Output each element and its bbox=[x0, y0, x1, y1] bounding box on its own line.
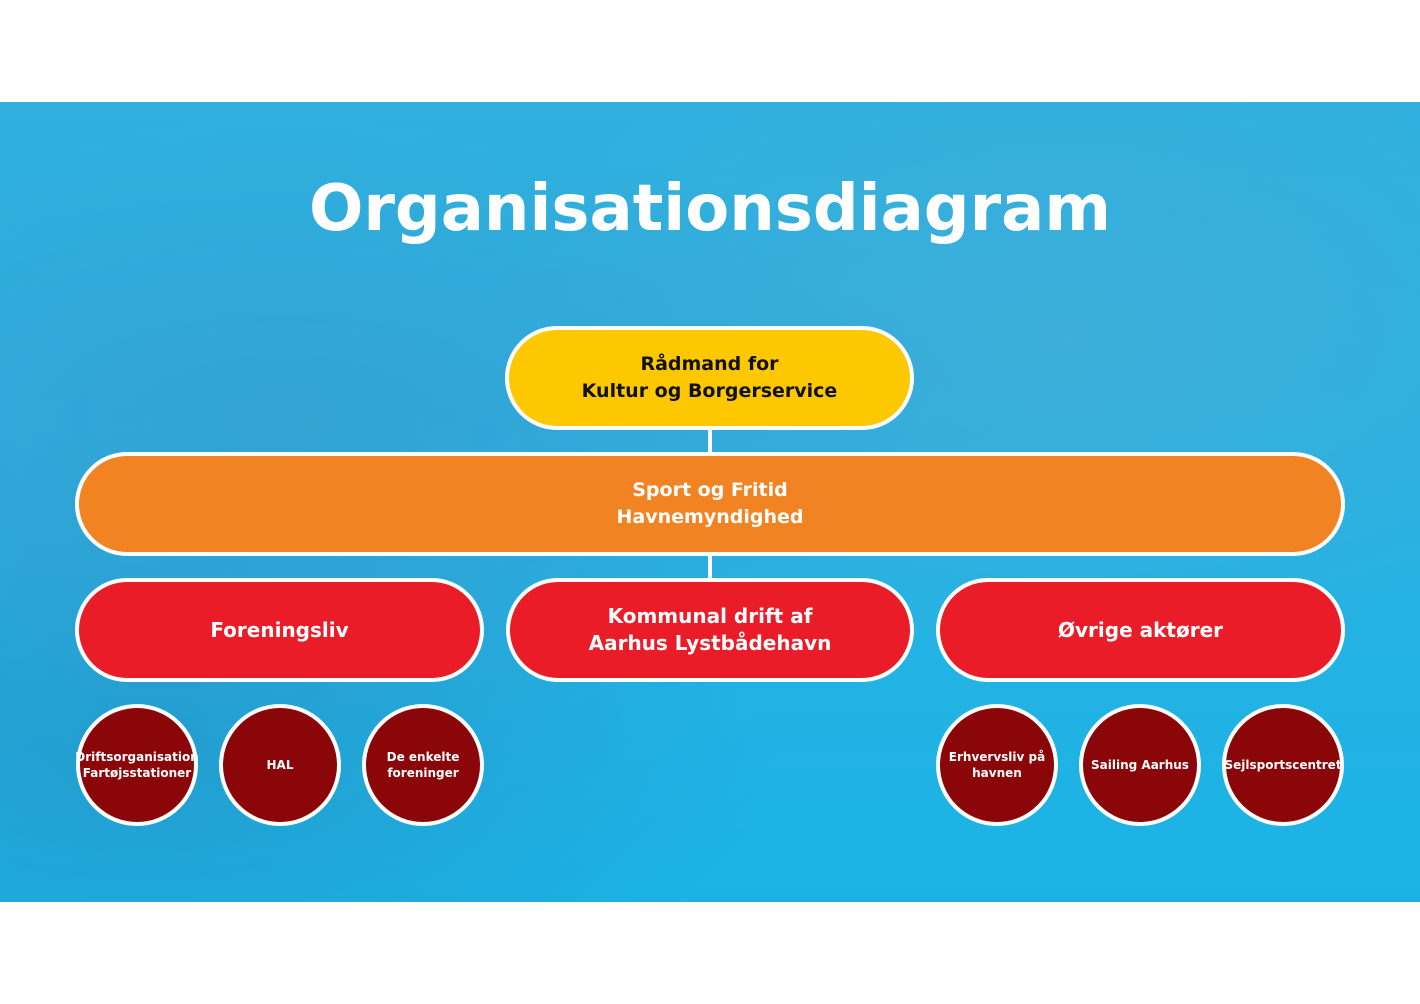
node-driftsorganisation: Driftsorganisation Fartøjsstationer bbox=[75, 704, 199, 826]
page-title: Organisationsdiagram bbox=[308, 172, 1112, 246]
node-oevrige-aktoerer: Øvrige aktører bbox=[936, 578, 1345, 682]
node-hal: HAL bbox=[219, 704, 341, 826]
node-de-enkelte-foreninger: De enkelte foreninger bbox=[362, 704, 484, 826]
node-sailing-aarhus: Sailing Aarhus bbox=[1079, 704, 1201, 826]
node-erhvervsliv: Erhvervsliv på havnen bbox=[936, 704, 1058, 826]
node-sejlsportscentret: Sejlsportscentret bbox=[1222, 704, 1344, 826]
node-sport-og-fritid: Sport og Fritid Havnemyndighed bbox=[75, 452, 1345, 556]
node-kommunal-drift: Kommunal drift af Aarhus Lystbådehavn bbox=[506, 578, 914, 682]
connector-line bbox=[708, 554, 712, 580]
node-foreningsliv: Foreningsliv bbox=[75, 578, 484, 682]
node-raadmand: Rådmand for Kultur og Borgerservice bbox=[505, 326, 914, 430]
connector-line bbox=[708, 428, 712, 454]
